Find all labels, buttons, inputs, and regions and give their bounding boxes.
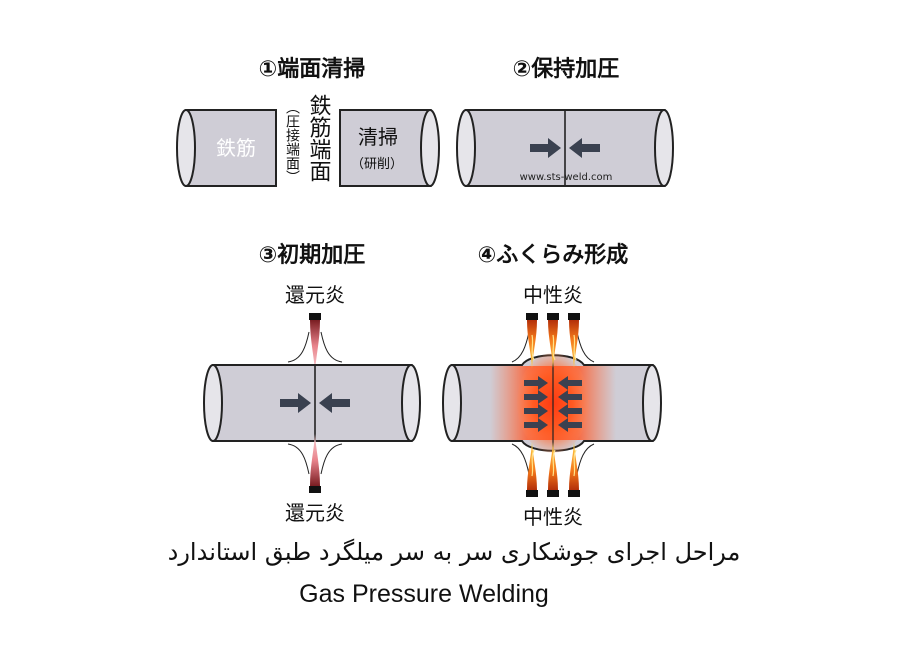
- rebar-label: 鉄筋: [216, 136, 256, 160]
- pressure-arrows: [524, 376, 582, 432]
- clean-label: 清掃: [358, 125, 398, 149]
- step-1-title: ①端面清掃: [259, 56, 366, 82]
- left-rebar: [176, 109, 277, 187]
- step-4-panel: ④ふくらみ形成 中性炎: [442, 243, 662, 529]
- joint-face-paren-text: （圧接端面）: [284, 100, 300, 184]
- reducing-flame-top: [287, 313, 343, 372]
- step-3-panel: ③初期加圧 還元炎 還元炎: [203, 242, 421, 525]
- reducing-flame-bottom-label: 還元炎: [285, 501, 345, 525]
- joined-rebar: [456, 109, 674, 187]
- neutral-flame-bottom: [511, 442, 595, 497]
- reducing-flame-top-label: 還元炎: [285, 283, 345, 307]
- neutral-flame-bottom-label: 中性炎: [523, 505, 583, 529]
- step-2-title: ②保持加圧: [513, 57, 620, 82]
- bulged-rebar: [442, 352, 662, 454]
- step-3-title: ③初期加圧: [259, 242, 366, 268]
- pressure-arrows: [530, 138, 600, 158]
- step-4-title: ④ふくらみ形成: [478, 243, 629, 268]
- step-2-panel: ②保持加圧 www.sts-weld.com: [456, 57, 674, 187]
- pressed-rebar: [203, 364, 421, 442]
- watermark-text: www.sts-weld.com: [520, 172, 613, 183]
- right-rebar: [339, 109, 440, 187]
- grind-label: （研削）: [351, 157, 403, 172]
- neutral-flame-top: [511, 313, 595, 368]
- caption-english: Gas Pressure Welding: [299, 580, 549, 608]
- neutral-flame-top-label: 中性炎: [523, 283, 583, 307]
- step-1-panel: ①端面清掃 鉄筋 清掃 （研削） （圧接端面） 鉄筋端面: [176, 56, 440, 187]
- reducing-flame-bottom: [287, 434, 343, 493]
- caption-persian: مراحل اجرای جوشکاری سر به سر میلگرد طبق …: [167, 538, 741, 566]
- pressure-arrows: [280, 393, 350, 413]
- rebar-end-face-text: 鉄筋端面: [306, 94, 332, 182]
